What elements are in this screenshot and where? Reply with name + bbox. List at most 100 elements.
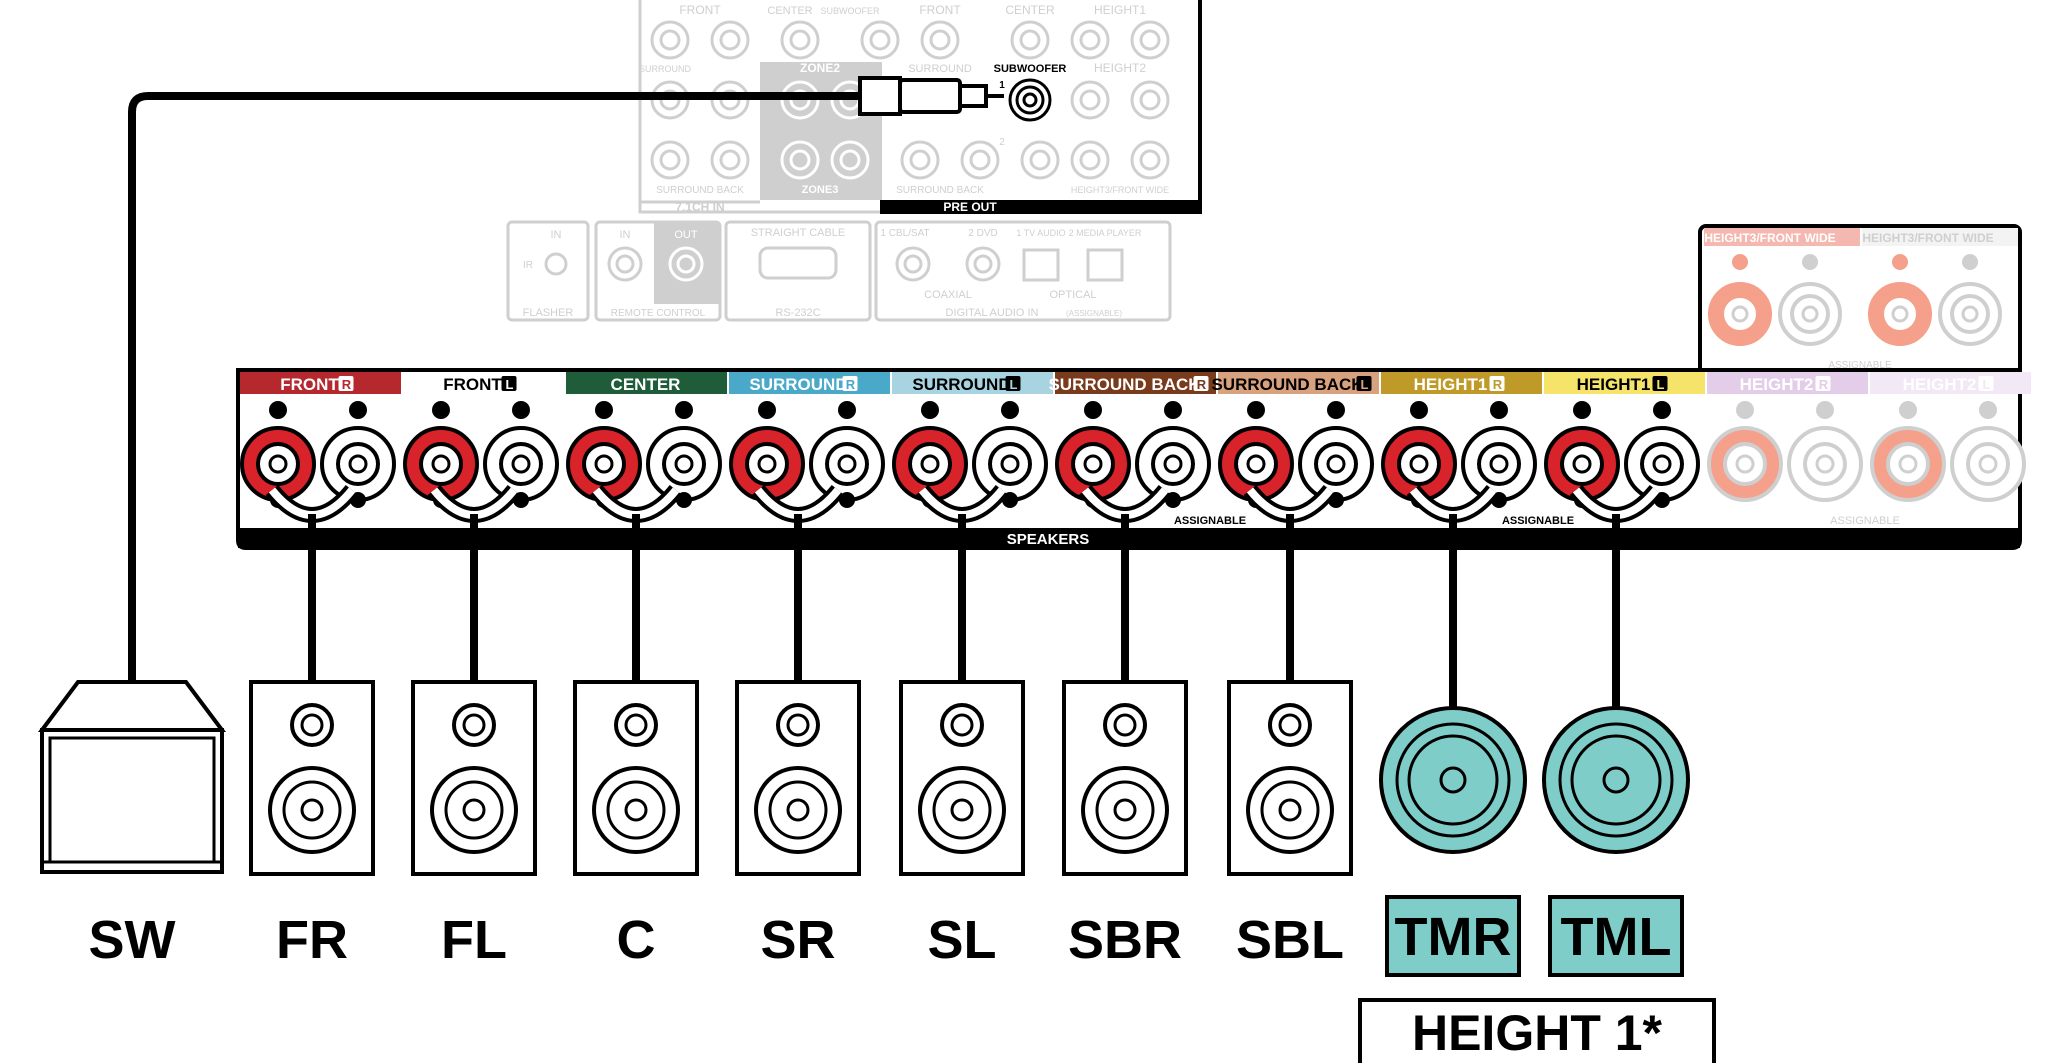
woofer-cap	[950, 798, 974, 822]
side-badge-label: L	[1983, 377, 1991, 392]
woofer	[1081, 766, 1169, 854]
preout-jack	[1130, 140, 1170, 180]
assignable-label-1: ASSIGNABLE	[1174, 515, 1246, 527]
ceiling-speaker-cap	[1602, 766, 1630, 794]
preout-surround-back2-label: SURROUND BACK	[896, 185, 984, 196]
remote-in-label: IN	[620, 229, 631, 241]
jack-core	[659, 149, 681, 171]
positive-terminal-core	[431, 454, 451, 474]
preout-subwoofer-small-label: SUBWOOFER	[820, 6, 880, 16]
positive-terminal-inner	[1234, 442, 1278, 486]
tweeter	[614, 703, 658, 747]
terminal-pair	[240, 401, 396, 508]
straight-cable-label: STRAIGHT CABLE	[751, 227, 846, 239]
jack-core	[789, 149, 811, 171]
preout-jack	[830, 140, 870, 180]
woofer-cone	[768, 780, 828, 840]
pre-out-panel: PRE OUT 7.1CH IN FRONT CENTER SUBWOOFER …	[638, 0, 1202, 214]
jack-core	[1079, 29, 1101, 51]
height3-jacks	[1708, 254, 2002, 346]
side-badge	[338, 376, 354, 391]
speaker-code-label: SW	[89, 910, 176, 970]
terminal-header-label: SURROUND	[912, 375, 1010, 394]
terminal-header-label: CENTER	[611, 375, 681, 394]
negative-terminal-core	[1815, 454, 1835, 474]
positive-terminal-inner	[1560, 442, 1604, 486]
woofer-cone	[606, 780, 666, 840]
jack-core	[929, 29, 951, 51]
side-badge-label: L	[1010, 377, 1018, 392]
tweeter	[776, 703, 820, 747]
preout-surround-label: SURROUND	[639, 64, 692, 74]
side-badge	[1652, 376, 1668, 391]
rca-plug-body	[858, 76, 902, 116]
preout-jack	[650, 140, 690, 180]
positive-terminal-inner	[1723, 442, 1767, 486]
terminal-header-label: FRONT	[443, 375, 502, 394]
negative-terminal-inner	[662, 442, 706, 486]
woofer-cone	[444, 780, 504, 840]
jack-ring	[1070, 140, 1110, 180]
minus-icon	[675, 401, 693, 419]
bookshelf-speaker-icon	[1227, 680, 1353, 876]
jack-ring	[1010, 20, 1050, 60]
height3-jack	[1938, 254, 2002, 346]
negative-terminal-inner	[336, 442, 380, 486]
side-badge-label: L	[1657, 377, 1665, 392]
jack-core	[839, 149, 861, 171]
minus-icon	[1802, 254, 1818, 270]
jack-ring	[710, 20, 750, 60]
jack-ring	[710, 140, 750, 180]
ir-in-label: IN	[551, 229, 562, 241]
jack-ring	[780, 20, 820, 60]
plus-icon	[1247, 401, 1265, 419]
jack-ring	[960, 140, 1000, 180]
woofer-cap	[1113, 798, 1137, 822]
preout-jack	[650, 20, 690, 60]
woofer-cap	[300, 798, 324, 822]
speaker-code-label: SBL	[1236, 910, 1344, 970]
speaker-cable	[751, 484, 845, 682]
negative-terminal-core	[674, 454, 694, 474]
speaker-code-label: FR	[276, 910, 348, 970]
tweeter	[1268, 703, 1312, 747]
terminal-pair	[729, 401, 885, 508]
jack-core	[1139, 29, 1161, 51]
tweeter-dome	[1113, 713, 1137, 737]
preout-jack	[960, 140, 1000, 180]
preout-height1-label: HEIGHT1	[1094, 3, 1146, 17]
speaker-cable	[265, 484, 359, 682]
ceiling-speaker-icon	[1542, 706, 1690, 854]
jack-ring	[650, 140, 690, 180]
subwoofer-2-label: 2	[999, 137, 1005, 148]
negative-terminal-inner	[1803, 442, 1847, 486]
woofer	[754, 766, 842, 854]
positive-terminal-core	[268, 454, 288, 474]
jack-core	[1139, 89, 1161, 111]
speaker-cable	[1243, 484, 1337, 682]
tweeter-dome	[950, 713, 974, 737]
preout-jacks	[650, 20, 1170, 180]
preout-center-label: CENTER	[767, 5, 812, 17]
tweeter-dome	[300, 713, 324, 737]
height3-l-label: HEIGHT3/FRONT WIDE	[1862, 231, 1993, 245]
terminal-header-label: HEIGHT2	[1903, 375, 1977, 394]
side-badge-label: R	[1197, 377, 1207, 392]
negative-terminal-core	[1000, 454, 1020, 474]
positive-terminal-core	[1083, 454, 1103, 474]
preout-jack	[710, 140, 750, 180]
side-badge	[1005, 376, 1021, 391]
height-group-label: HEIGHT 1*	[1412, 1005, 1663, 1061]
side-badge	[1978, 376, 1994, 391]
negative-terminal-inner	[1477, 442, 1521, 486]
woofer-cap	[624, 798, 648, 822]
plus-icon	[595, 401, 613, 419]
preout-jack	[710, 20, 750, 60]
bookshelf-speaker-icon	[249, 680, 375, 876]
bookshelf-speaker-icon	[735, 680, 861, 876]
positive-terminal-core	[594, 454, 614, 474]
positive-terminal-inner	[1071, 442, 1115, 486]
digital-assignable-label: (ASSIGNABLE)	[1066, 309, 1122, 318]
jack-ring	[830, 140, 870, 180]
